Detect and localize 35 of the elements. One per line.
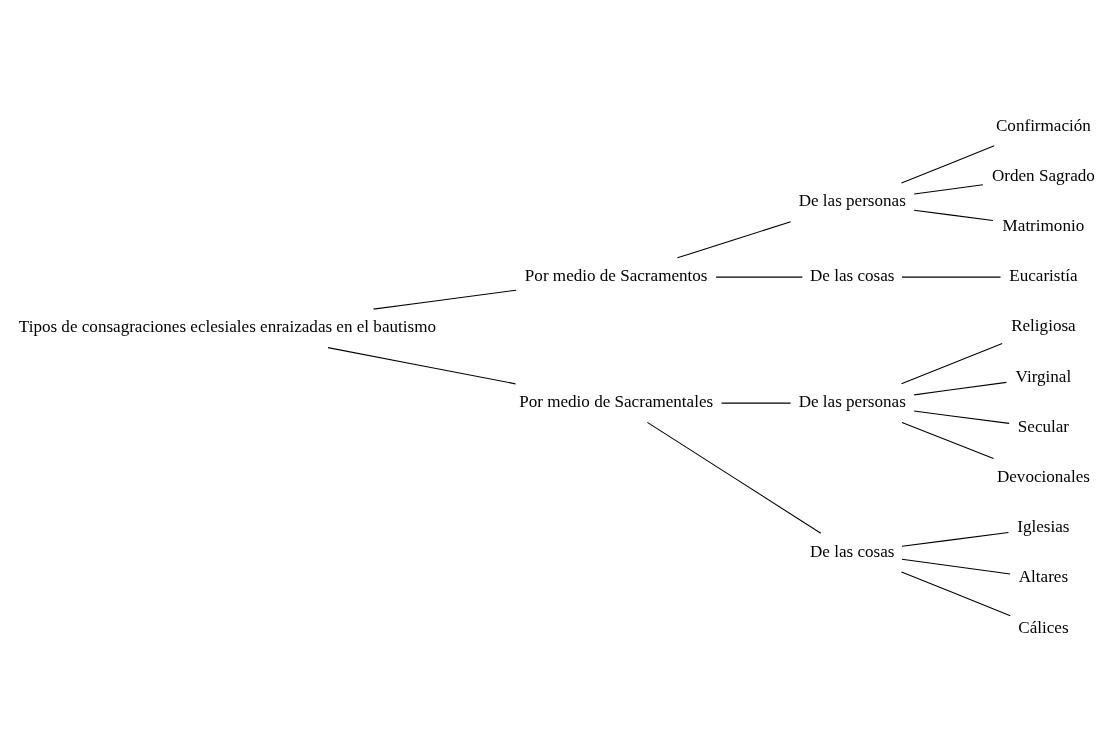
connector [900,342,1003,385]
connector [373,289,517,310]
connector [913,410,1010,424]
node-text: Confirmación [995,115,1091,135]
node-text: De las personas [798,392,906,412]
connector [901,531,1009,547]
connector [715,276,803,278]
node-text: Virginal [1015,366,1072,386]
node-text: Tipos de consagraciones eclesiales enraizadas en el bautismo [18,317,436,337]
connector [900,571,1011,617]
node-text: Matrimonio [1002,215,1085,235]
connector [913,209,994,221]
connector [900,145,995,184]
node-text: Por medio de Sacramentos [524,266,708,286]
node-text: De las cosas [810,541,895,561]
connector [913,184,984,195]
node-text: De las cosas [810,266,895,286]
node-text: Iglesias [1017,517,1070,537]
node-text: Por medio de Sacramentales [519,392,714,412]
connector [901,276,1002,278]
node-text: Altares [1018,567,1069,587]
node-text: De las personas [798,191,906,211]
node-text: Religiosa [1011,316,1076,336]
node-text: Cálices [1018,617,1069,637]
node-text: Eucaristía [1009,266,1078,286]
connector [646,421,822,534]
connector [913,381,1007,396]
connector [721,402,792,404]
node-text: Devocionales [996,466,1090,486]
node-text: Orden Sagrado [991,165,1095,185]
connector [901,421,995,460]
connector [327,347,517,385]
node-text: Secular [1017,416,1070,436]
connector [676,221,792,259]
connector [901,558,1011,575]
